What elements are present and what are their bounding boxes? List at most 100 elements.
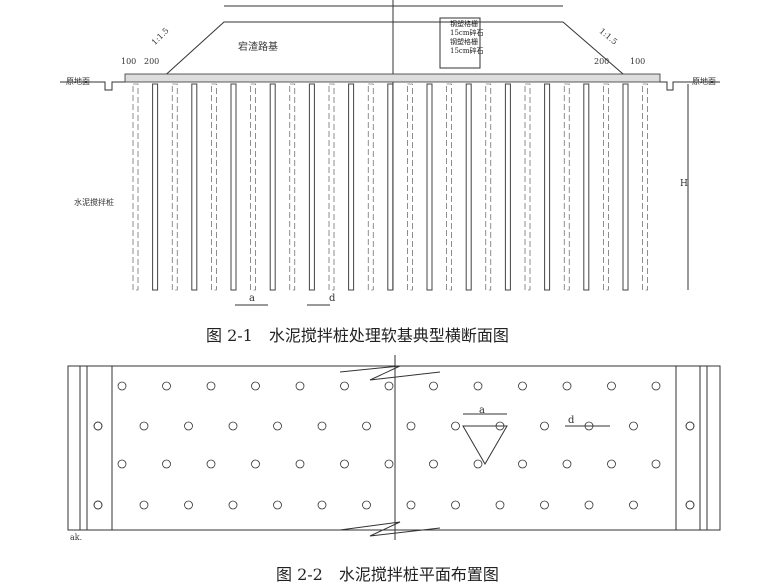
plan-spacing-label: a (479, 405, 485, 416)
layer-legend-box (439, 17, 481, 69)
pile-circle (562, 459, 572, 469)
pile (269, 83, 276, 291)
pile-circle (562, 381, 572, 391)
pile-circle (340, 381, 349, 391)
pile-circle (540, 500, 549, 510)
pile-circle (206, 381, 216, 391)
pile-circle (206, 459, 216, 469)
pile-label: 水泥搅拌桩 (74, 198, 114, 207)
pile (544, 83, 551, 291)
pile (583, 83, 590, 291)
pile (191, 83, 198, 291)
pile-circle (273, 500, 282, 510)
pile-circle (451, 500, 460, 510)
pile (328, 83, 335, 291)
pile-circle (451, 421, 460, 431)
pile-circle (384, 459, 394, 469)
pile-circle (340, 459, 349, 469)
pile (524, 83, 531, 291)
pile-circle (429, 459, 438, 469)
pile (132, 83, 139, 291)
dim-right-2: 100 (630, 57, 646, 66)
pile (152, 83, 159, 291)
pile-circle (251, 459, 260, 469)
pile (426, 83, 433, 291)
pile (387, 83, 394, 291)
pile (465, 83, 472, 291)
pile-circle (518, 381, 527, 391)
pile-circle (406, 500, 416, 510)
pile-circle (518, 459, 527, 469)
pile-circle (139, 500, 149, 510)
pile (407, 83, 413, 291)
gravel-cushion (124, 73, 661, 83)
pile-circle (117, 459, 127, 469)
pile-circle (273, 421, 282, 431)
layer-legend: 钢塑格栅 15cm碎石 钢塑格栅 15cm碎石 (450, 20, 483, 56)
pile-circle (228, 500, 238, 510)
triangle-spacing-marker (462, 425, 508, 465)
cross-section-diagram (60, 0, 720, 306)
pile-circle (685, 421, 695, 431)
embankment-label: 宕渣路基 (238, 42, 278, 53)
pile-circle (139, 421, 149, 431)
pile-circle (295, 381, 305, 391)
pile-circle (362, 421, 371, 431)
pile-circle (162, 381, 171, 391)
pile (230, 83, 237, 291)
diameter-label: d (329, 293, 336, 304)
layer-label: 15cm碎石 (450, 47, 484, 55)
pile-circle (362, 500, 371, 510)
layer-label: 15cm碎石 (450, 29, 484, 37)
pile-circle (473, 381, 483, 391)
pile (250, 83, 256, 291)
pile-circle (228, 421, 238, 431)
pile (348, 83, 355, 291)
figure-1-caption: 图 2-1 水泥搅拌桩处理软基典型横断面图 (206, 326, 509, 345)
dim-right-1: 200 (594, 57, 610, 66)
layer-label: 钢塑格栅 (450, 38, 478, 46)
plan-boundary (67, 365, 721, 531)
pile-circle (317, 421, 327, 431)
corner-note: ak. (70, 533, 83, 542)
pile (171, 83, 178, 291)
pile-circle (651, 459, 661, 469)
height-label: H (680, 179, 688, 189)
pile-circle (251, 381, 260, 391)
pile (289, 83, 296, 291)
pile-circle (429, 381, 438, 391)
pile (308, 83, 315, 291)
pile-circle (117, 381, 127, 391)
pile (504, 83, 511, 291)
pile-circle (540, 421, 549, 431)
pile-circle (495, 500, 505, 510)
pile (642, 83, 648, 291)
pile (603, 83, 609, 291)
pile-circle (629, 500, 638, 510)
pile (211, 83, 217, 291)
pile-circle (651, 381, 661, 391)
figure-2-caption: 图 2-2 水泥搅拌桩平面布置图 (276, 565, 499, 584)
pile (367, 83, 374, 291)
pile-circle (384, 381, 394, 391)
pile-circle (607, 459, 616, 469)
pile-circle (629, 421, 638, 431)
pile-circle (473, 459, 483, 469)
pile-circle (184, 500, 193, 510)
pile-circle (184, 421, 193, 431)
ground-right-line (660, 81, 720, 91)
layer-label: 钢塑格栅 (450, 20, 478, 28)
pile-circle (93, 500, 103, 510)
pile-circle (406, 421, 416, 431)
pile-circle (607, 381, 616, 391)
pile-circle (93, 421, 103, 431)
break-mark-top (339, 365, 441, 381)
pile (563, 83, 570, 291)
ground-left: 原地面 (66, 77, 90, 86)
pile-circle (317, 500, 327, 510)
dim-left-2: 200 (144, 57, 160, 66)
break-mark-bottom (339, 521, 441, 537)
pile-circle (295, 459, 305, 469)
pile-circle (685, 500, 695, 510)
